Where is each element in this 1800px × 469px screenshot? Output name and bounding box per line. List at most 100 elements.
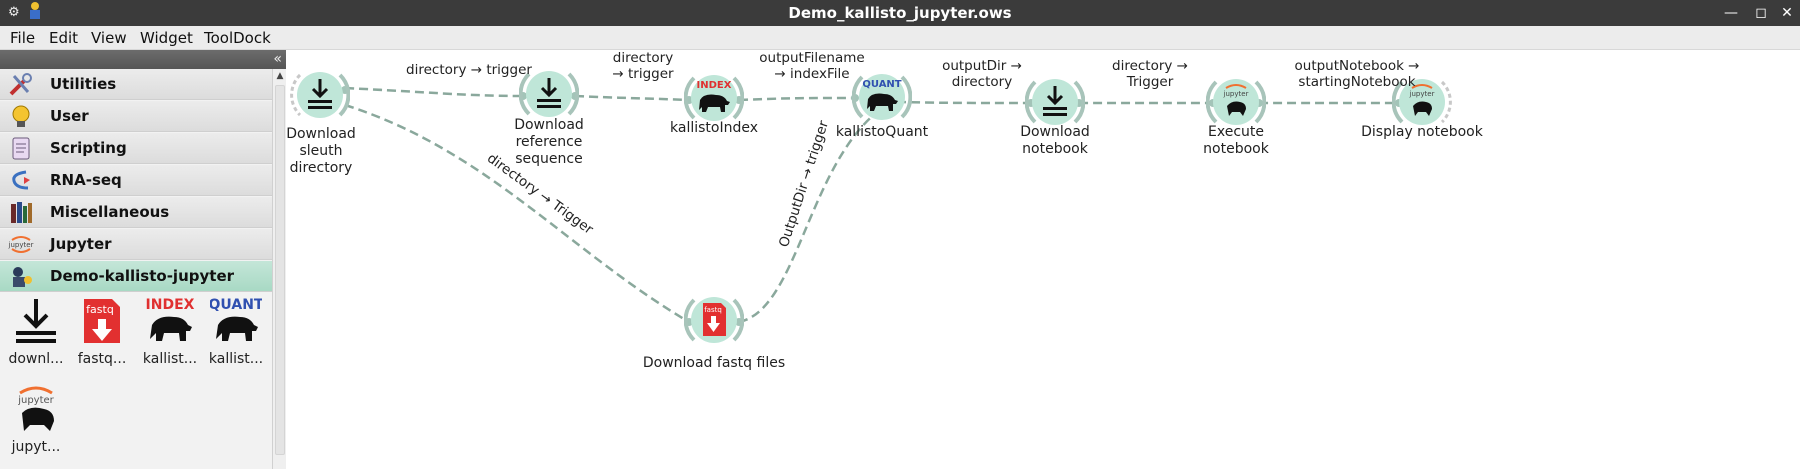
tool-jupyter[interactable]: jupyter jupyt... [4,381,68,465]
quant-bear-icon: QUANT [210,297,262,341]
link-label-execute-display: outputNotebook → startingNotebook [1294,58,1420,90]
category-utilities[interactable]: Utilities [0,69,272,100]
category-label: RNA-seq [50,171,122,189]
scroll-up-icon[interactable]: ▲ [276,71,284,81]
menu-file[interactable]: File [10,29,36,47]
maximize-icon[interactable]: ◻ [1755,5,1767,21]
download-icon [16,299,56,343]
link-sleuth-fastq [344,103,690,324]
link-fastq-quant [738,111,878,324]
menu-edit[interactable]: Edit [49,29,79,47]
tool-download[interactable]: downl... [4,293,68,377]
tool-label: fastq... [77,351,127,367]
category-demo-kallisto-jupyter[interactable]: Demo-kallisto-jupyter [0,261,272,292]
category-label: Miscellaneous [50,203,170,221]
dock-header: « [0,50,286,69]
link-quant-notebook [896,100,1032,105]
fastq-icon-text: fastq [86,303,114,316]
link-sleuth-reference [344,86,524,98]
app-icon [26,0,44,26]
node-label-display: Display notebook [1361,124,1483,140]
node-download-fastq[interactable]: fastq [684,290,744,350]
node-kallisto-index[interactable]: INDEX [684,68,744,128]
tool-fastq[interactable]: fastq fastq... [70,293,134,377]
category-miscellaneous[interactable]: Miscellaneous [0,197,272,228]
link-label-notebook-execute: directory → Trigger [1112,58,1188,90]
link-index-quant [738,96,856,102]
category-label: Scripting [50,139,127,157]
link-label-sleuth-reference: directory → trigger [406,62,532,78]
category-label: User [50,107,89,125]
link-label-index-quant: outputFilename → indexFile [759,50,865,82]
tool-label: downl... [8,351,64,367]
workflow-canvas[interactable]: Download sleuth directory Download refer… [286,50,1800,469]
tool-label: kallist... [208,351,264,367]
category-rnaseq[interactable]: RNA-seq [0,165,272,196]
scroll-icon [12,137,30,160]
utilities-icon [9,73,32,96]
books-icon [11,202,32,223]
jupyter-node-text: jupyter [1409,90,1435,98]
tool-kallisto-index[interactable]: INDEX kallist... [138,293,202,377]
node-download-notebook[interactable] [1025,72,1085,132]
jupyter-bear-icon: jupyter [1206,79,1266,125]
jupyter-bear-icon: jupyter [17,386,55,431]
dock-scrollbar[interactable]: ▲ [272,69,286,469]
close-icon[interactable]: ✕ [1781,5,1793,21]
index-node-text: INDEX [697,80,732,91]
menu-tooldock[interactable]: ToolDock [204,29,271,47]
node-label-index: kallistoIndex [670,120,758,136]
node-label-quant: kallistoQuant [835,124,929,140]
node-execute-notebook[interactable]: jupyter [1206,72,1266,132]
collapse-dock-icon[interactable]: « [273,51,282,67]
quant-bear-icon: QUANT [852,74,912,120]
index-icon-text: INDEX [146,297,195,313]
jupyter-icon: jupyter [8,236,34,253]
link-reference-index [574,94,690,102]
download-icon [519,71,579,117]
fastq-icon: fastq [684,297,744,343]
link-label-quant-notebook: outputDir → directory [942,58,1022,90]
tool-label: jupyt... [11,439,61,455]
menu-view[interactable]: View [91,29,127,47]
tool-kallisto-quant[interactable]: QUANT kallist... [204,293,268,377]
node-display-notebook[interactable]: jupyter [1392,72,1452,132]
link-label-reference-index: directory → trigger [612,50,674,82]
window-titlebar: ⚙ Demo_kallisto_jupyter.ows — ◻ ✕ [0,0,1800,26]
quant-icon-text: QUANT [210,297,262,313]
node-label-sleuth: Download sleuth directory [286,126,356,176]
menu-bar: File Edit View Widget ToolDock [0,26,1800,50]
rnaseq-icon [12,170,30,190]
lightbulb-icon [12,105,30,127]
fastq-icon: fastq [84,299,120,343]
download-icon [1025,79,1085,125]
node-label-reference: Download reference sequence [514,117,584,167]
category-jupyter[interactable]: jupyter Jupyter [0,229,272,260]
tool-label: kallist... [142,351,198,367]
node-label-fastq: Download fastq files [642,355,786,371]
category-user[interactable]: User [0,101,272,132]
category-label: Jupyter [50,235,112,253]
category-label: Demo-kallisto-jupyter [50,267,235,285]
jupyter-icon-text: jupyter [17,395,54,406]
jupyter-node-text: jupyter [1223,90,1249,98]
download-icon [290,72,350,118]
node-kallisto-quant[interactable]: QUANT [852,67,912,127]
tool-dock: « Utilities User Scripting RNA-seq Misce… [0,50,286,469]
category-label: Utilities [50,75,117,93]
scroll-thumb[interactable] [275,85,285,455]
node-label-execute: Execute notebook [1203,124,1269,157]
window-menu-icon[interactable]: ⚙ [8,5,20,20]
node-label-notebook: Download notebook [1020,124,1090,157]
menu-widget[interactable]: Widget [140,29,193,47]
minimize-icon[interactable]: — [1724,5,1738,21]
jupyter-icon-text: jupyter [8,241,34,249]
quant-node-text: QUANT [862,79,901,90]
category-scripting[interactable]: Scripting [0,133,272,164]
node-download-reference[interactable] [519,64,579,124]
window-title: Demo_kallisto_jupyter.ows [788,4,1012,22]
fastq-node-text: fastq [704,306,722,314]
jupyter-bear-icon: jupyter [1392,79,1452,125]
index-bear-icon: INDEX [684,75,744,121]
node-download-sleuth[interactable] [290,65,350,125]
